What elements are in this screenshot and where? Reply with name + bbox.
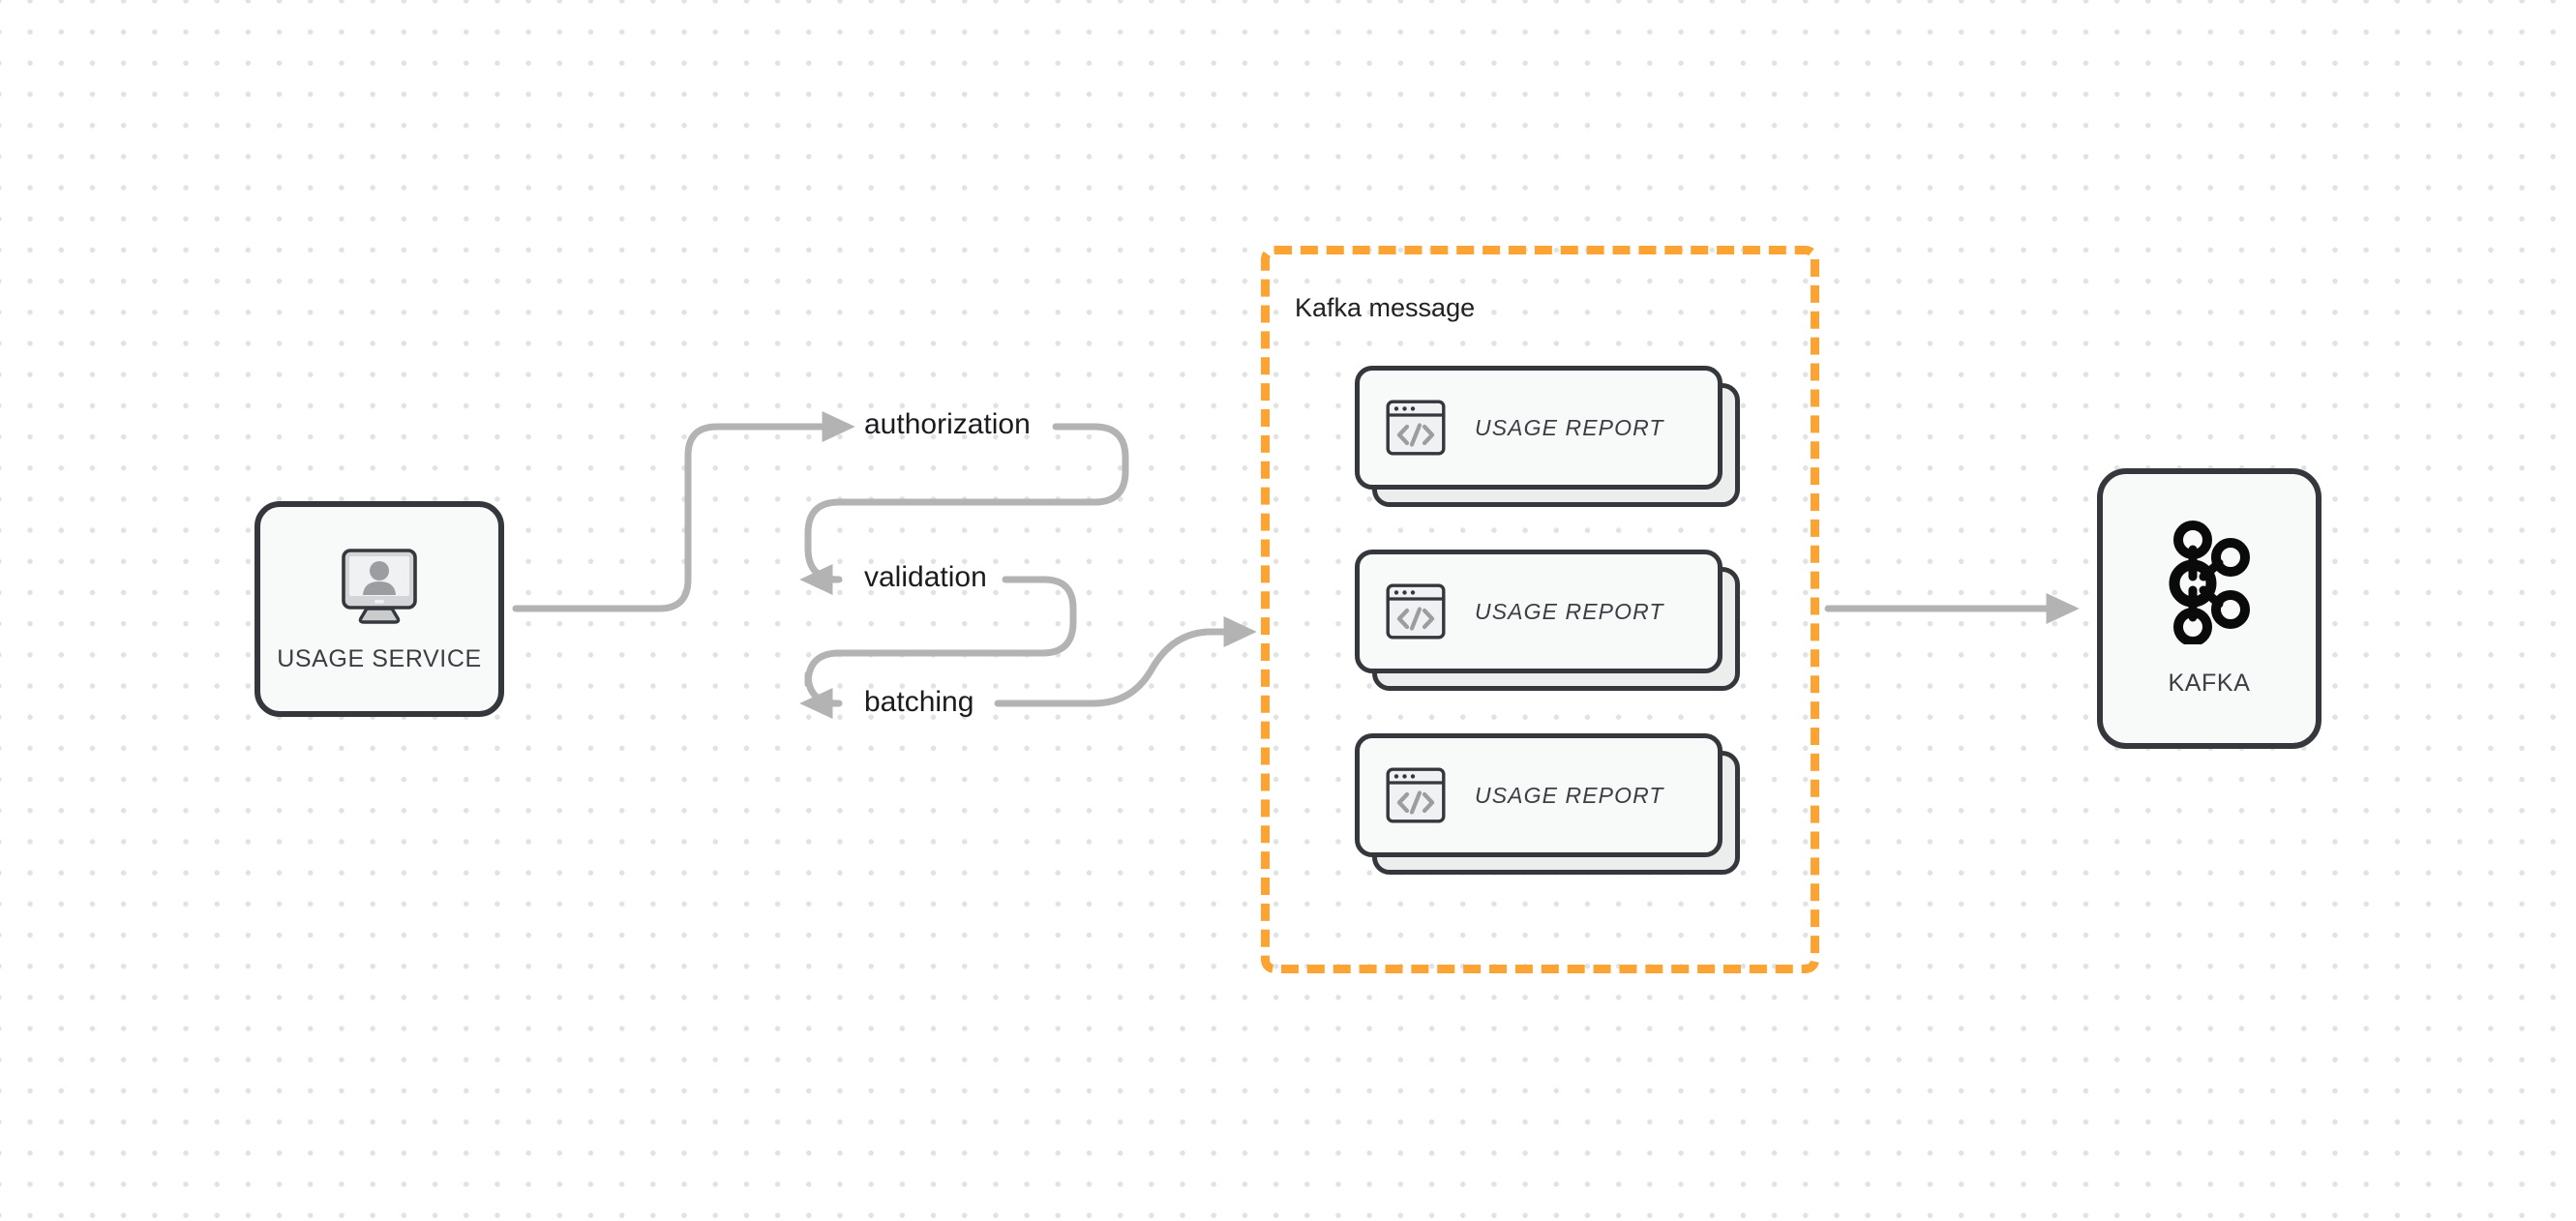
connector-usage-service-to-authorization xyxy=(512,410,855,612)
kafka-logo-icon xyxy=(2169,520,2250,644)
connector-validation-to-batching xyxy=(799,576,1077,720)
monitor-user-icon xyxy=(342,549,417,624)
step-label-validation: validation xyxy=(864,561,987,593)
usage-report-card-label: USAGE REPORT xyxy=(1475,598,1664,624)
card-face[interactable]: USAGE REPORT xyxy=(1355,733,1722,857)
code-window-icon xyxy=(1386,400,1446,456)
code-window-icon xyxy=(1386,583,1446,640)
node-usage-service[interactable]: USAGE SERVICE xyxy=(255,501,504,717)
group-kafka-message-title: Kafka message xyxy=(1295,293,1476,322)
step-label-batching: batching xyxy=(864,686,974,718)
code-window-icon xyxy=(1386,767,1446,823)
card-face[interactable]: USAGE REPORT xyxy=(1355,550,1722,673)
usage-report-card-label: USAGE REPORT xyxy=(1475,414,1664,440)
node-usage-service-label: USAGE SERVICE xyxy=(277,645,482,672)
node-kafka-label: KAFKA xyxy=(2168,669,2251,697)
card-face[interactable]: USAGE REPORT xyxy=(1355,366,1722,490)
usage-report-card[interactable]: USAGE REPORT xyxy=(1355,366,1740,507)
connector-authorization-to-validation xyxy=(799,423,1129,596)
node-kafka[interactable]: KAFKA xyxy=(2097,468,2321,749)
usage-report-card[interactable]: USAGE REPORT xyxy=(1355,550,1740,691)
usage-report-card-label: USAGE REPORT xyxy=(1475,782,1664,808)
group-kafka-message[interactable] xyxy=(1261,246,1819,973)
step-label-authorization: authorization xyxy=(864,408,1031,440)
connector-batching-to-kafka-message xyxy=(994,615,1257,707)
usage-report-card[interactable]: USAGE REPORT xyxy=(1355,733,1740,875)
